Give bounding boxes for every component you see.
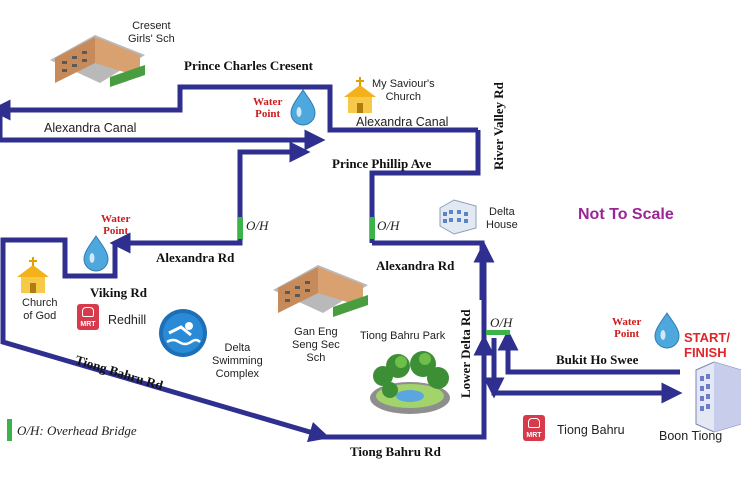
- route-tiong-bahru-bottom: [320, 334, 495, 440]
- place-label-tiong-bahru-park: Tiong Bahru Park: [360, 330, 446, 342]
- overhead-marker-legend: [7, 419, 12, 441]
- road-label-alexandra-rd-left: Alexandra Rd: [156, 250, 235, 265]
- mrt-icon: MRT: [523, 415, 545, 441]
- overhead-marker-alexandra: [238, 217, 243, 239]
- road-label-viking-rd: Viking Rd: [90, 285, 147, 300]
- overhead-label-middle: O/H: [377, 218, 400, 233]
- tower-block-icon: [695, 361, 741, 433]
- road-label-prince-phillip: Prince Phillip Ave: [332, 156, 432, 171]
- road-label-lower-delta: Lower Delta Rd: [458, 309, 473, 398]
- office-building-icon: [439, 199, 477, 235]
- route-prince-charles: [0, 84, 478, 133]
- road-label-tiong-bahru-bottom: Tiong Bahru Rd: [350, 444, 441, 459]
- not-to-scale-note: Not To Scale: [578, 206, 674, 223]
- route-canal-to-alexandra: [109, 141, 311, 254]
- water-drop-icon: [83, 235, 109, 272]
- place-label-boon-tiong: Boon Tiong: [659, 429, 723, 443]
- place-label-redhill: Redhill: [108, 313, 147, 327]
- route-viking-rd: [0, 237, 118, 279]
- overhead-marker-river-valley: [370, 217, 375, 239]
- route-tiong-bahru-diag: [0, 265, 331, 443]
- overhead-label-left: O/H: [246, 218, 269, 233]
- overhead-label-right: O/H: [490, 315, 513, 330]
- overhead-marker-lower-delta: [486, 330, 510, 335]
- road-label-bukit-ho-swee: Bukit Ho Swee: [556, 352, 639, 367]
- start-finish-label: START/FINISH: [684, 330, 730, 360]
- mrt-badge-label: MRT: [80, 321, 96, 328]
- canal-label-right: Alexandra Canal: [356, 115, 449, 129]
- route-lines: [0, 84, 683, 443]
- school-building-icon: [50, 35, 145, 87]
- mrt-badge-label: MRT: [526, 432, 542, 439]
- road-label-river-valley: River Valley Rd: [491, 82, 506, 170]
- mrt-icon: MRT: [77, 304, 99, 330]
- water-drop-icons: [83, 89, 680, 349]
- water-drop-icon: [654, 312, 680, 349]
- swimming-icon: [159, 309, 207, 357]
- water-drop-icon: [290, 89, 316, 126]
- road-label-alexandra-rd-right: Alexandra Rd: [376, 258, 455, 273]
- route-alexandra-canal-west: [0, 114, 326, 151]
- school-building-icon: [273, 265, 368, 317]
- route-bukit-ho-swee-in: [497, 329, 680, 375]
- route-bukit-ho-swee-out: [491, 338, 683, 404]
- road-label-prince-charles: Prince Charles Cresent: [184, 58, 314, 73]
- legend-overhead-bridge: O/H: Overhead Bridge: [17, 423, 137, 438]
- church-icon: [344, 77, 376, 113]
- church-icon: [17, 257, 49, 293]
- place-label-tiong-bahru-mrt: Tiong Bahru: [557, 423, 625, 437]
- park-icon: [370, 351, 450, 414]
- canal-label-left: Alexandra Canal: [44, 121, 137, 135]
- route-river-valley: [369, 130, 481, 243]
- overhead-bridge-markers: [7, 217, 510, 441]
